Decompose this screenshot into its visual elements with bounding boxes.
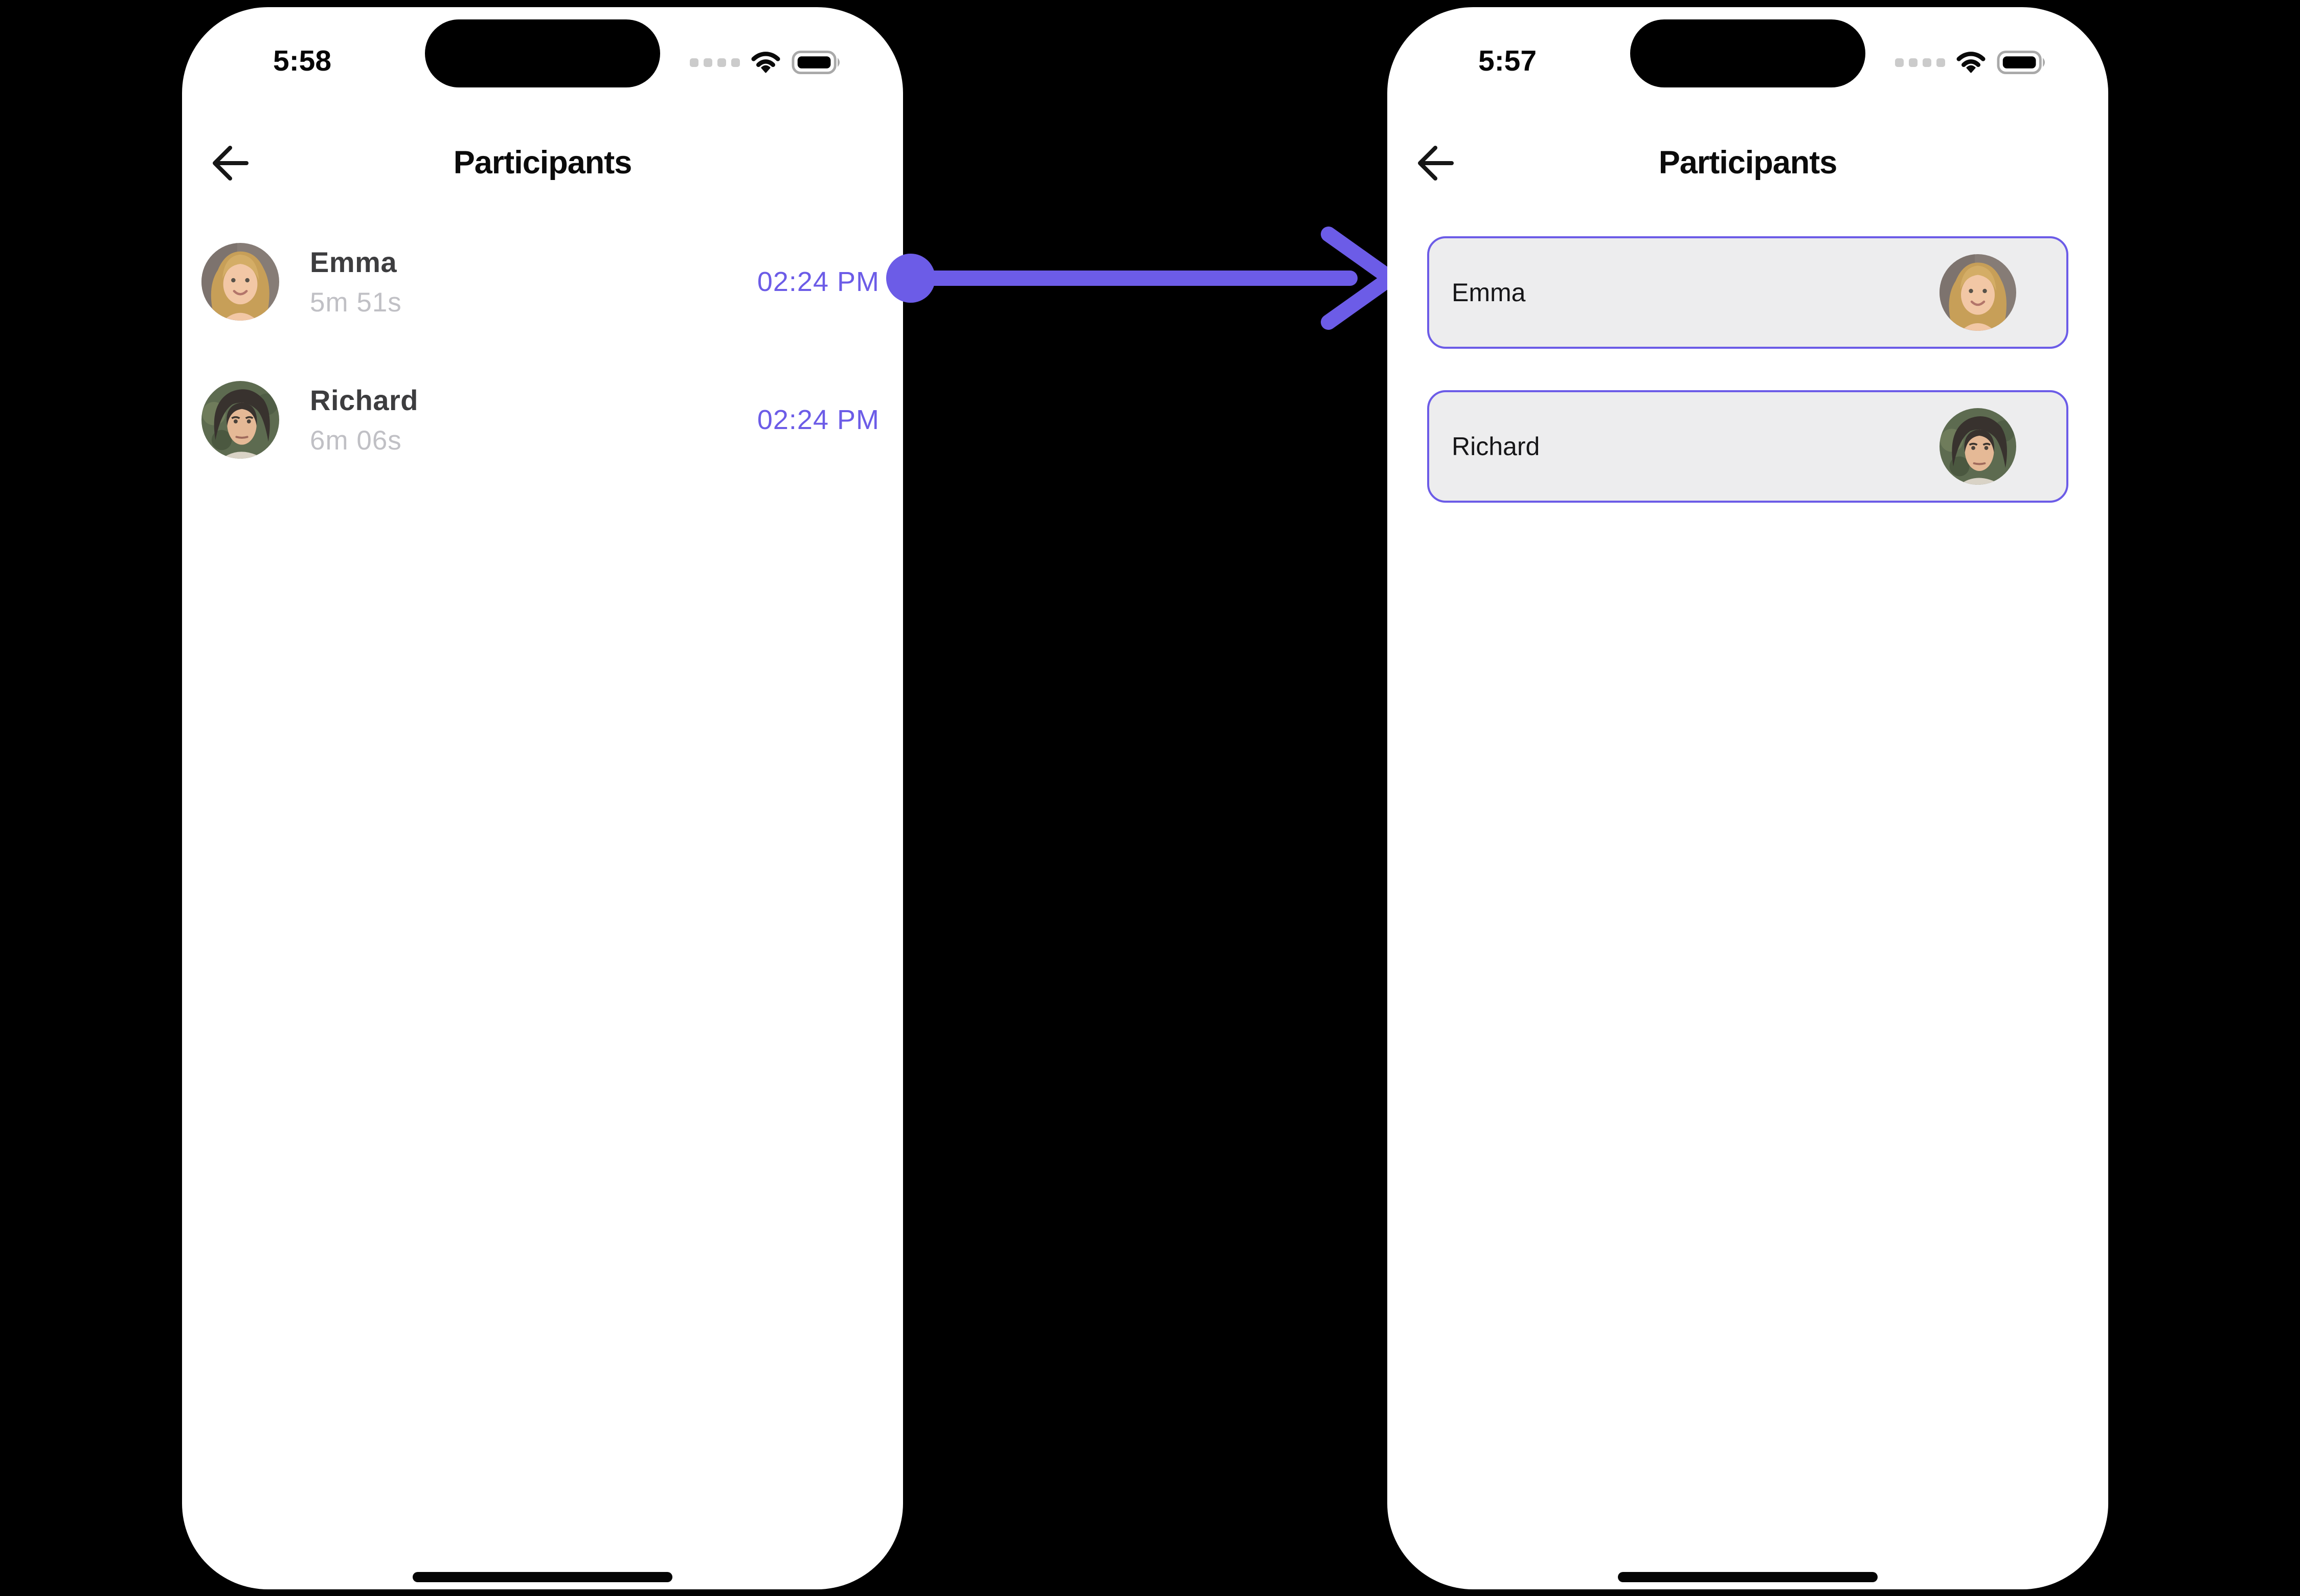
home-indicator[interactable]: [1618, 1572, 1878, 1582]
battery-icon: [792, 50, 843, 75]
participant-row-emma[interactable]: Emma 5m 51s 02:24 PM: [201, 243, 880, 321]
participant-name: Richard: [1452, 432, 1540, 461]
participant-join-time: 02:24 PM: [757, 404, 880, 435]
home-indicator[interactable]: [413, 1572, 672, 1582]
status-bar-icons: [690, 48, 843, 77]
participant-duration: 5m 51s: [310, 287, 402, 318]
participant-join-time: 02:24 PM: [757, 266, 880, 297]
participant-card-emma[interactable]: Emma: [1427, 236, 2068, 349]
participant-duration: 6m 06s: [310, 425, 402, 456]
avatar-emma: [201, 243, 279, 321]
status-bar-time: 5:57: [1478, 44, 1537, 77]
avatar-richard: [201, 381, 279, 459]
status-bar-time: 5:58: [273, 44, 332, 77]
dynamic-island: [1630, 19, 1865, 87]
phone-mockup-after: 5:57 Participants Emma Richard: [1387, 7, 2108, 1589]
wifi-icon: [1956, 51, 1986, 74]
battery-icon: [1997, 50, 2048, 75]
flow-arrow: [886, 227, 1398, 330]
participant-name: Emma: [1452, 278, 1526, 307]
avatar-richard: [1940, 408, 2016, 485]
cellular-signal-icon: [1895, 58, 1945, 67]
participant-row-richard[interactable]: Richard 6m 06s 02:24 PM: [201, 381, 880, 459]
page-title: Participants: [453, 145, 633, 181]
cellular-signal-icon: [690, 58, 740, 67]
phone-mockup-before: 5:58 Participants Emma 5m 51s 02:24 PM R…: [182, 7, 903, 1589]
wifi-icon: [751, 51, 780, 74]
page-title: Participants: [1658, 145, 1838, 181]
avatar-emma: [1940, 254, 2016, 331]
participant-name: Richard: [310, 384, 418, 416]
participant-card-richard[interactable]: Richard: [1427, 390, 2068, 503]
dynamic-island: [425, 19, 660, 87]
participant-name: Emma: [310, 246, 397, 278]
status-bar-icons: [1895, 48, 2048, 77]
